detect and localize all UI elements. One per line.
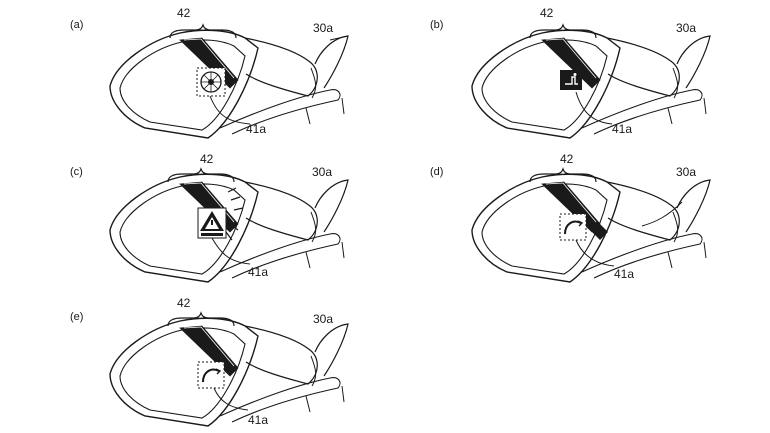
- ref-42: 42: [177, 6, 191, 20]
- ref-30a: 30a: [312, 165, 332, 179]
- ref-42: 42: [177, 296, 191, 310]
- panel-label: (d): [430, 166, 443, 178]
- mirror-illustration: [109, 168, 349, 283]
- ref-41a: 41a: [246, 122, 266, 136]
- warning-triangle-icon: [197, 207, 227, 239]
- panel-b: (b) 42 30a 41a: [430, 6, 711, 139]
- panel-label: (c): [70, 166, 83, 178]
- ref-41a: 41a: [614, 267, 634, 281]
- ref-41a: 41a: [248, 413, 268, 427]
- ref-42: 42: [560, 152, 574, 166]
- mirror-illustration: [109, 312, 349, 427]
- seat-icon: [560, 70, 582, 90]
- ref-30a: 30a: [313, 312, 333, 326]
- ref-30a: 30a: [676, 21, 696, 35]
- panel-d: (d) 42 30a 41a: [430, 152, 711, 283]
- panel-label: (e): [70, 311, 83, 323]
- ref-42: 42: [200, 152, 214, 166]
- ref-41a: 41a: [248, 265, 268, 279]
- panel-label: (b): [430, 19, 443, 31]
- panel-a: (a) 42 30a 41a: [70, 6, 349, 139]
- mirror-illustration: [471, 24, 711, 139]
- ref-42: 42: [540, 6, 554, 20]
- ref-30a: 30a: [676, 165, 696, 179]
- arc-gauge-icon: [197, 361, 225, 389]
- steering-wheel-icon: [196, 67, 226, 97]
- mirror-illustration: [109, 24, 349, 139]
- ref-30a: 30a: [313, 21, 333, 35]
- panel-e: (e) 42 30a 41a: [70, 296, 349, 427]
- panel-c: (c) 42 30a 41a: [70, 152, 349, 283]
- ref-41a: 41a: [612, 122, 632, 136]
- arc-gauge-icon: [559, 213, 587, 241]
- mirror-illustration: [471, 168, 711, 283]
- panel-label: (a): [70, 19, 83, 31]
